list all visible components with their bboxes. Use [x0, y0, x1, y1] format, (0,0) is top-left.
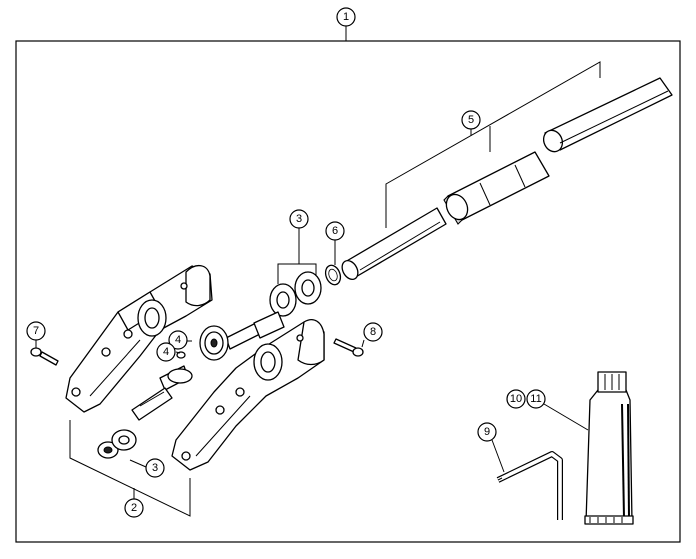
svg-text:11: 11 [530, 393, 541, 405]
callout-8: 8 [363, 322, 383, 342]
gear-housing-left [65, 265, 213, 413]
callout-5: 5 [461, 110, 481, 130]
callout-9: 9 [477, 422, 497, 442]
callout-10: 10 [506, 389, 526, 409]
callout-11: 11 [526, 389, 546, 409]
leader-3b [129, 459, 147, 468]
svg-text:10: 10 [510, 393, 522, 405]
leader-5 [385, 61, 601, 228]
screw-left [30, 347, 59, 366]
svg-text:3: 3 [296, 213, 302, 225]
svg-text:6: 6 [332, 225, 338, 237]
pinion-shaft [131, 337, 193, 421]
leader-4b [175, 351, 181, 354]
leader-8 [361, 339, 365, 348]
diagram-frame [15, 40, 681, 543]
drive-tube [542, 77, 673, 153]
grease-tube [584, 371, 634, 525]
svg-text:8: 8 [370, 326, 376, 338]
callout-4-upper: 4 [168, 330, 188, 350]
ball-bearing-lower [97, 429, 137, 459]
svg-text:4: 4 [175, 334, 181, 346]
svg-text:3: 3 [152, 462, 158, 474]
callout-7: 7 [26, 321, 46, 341]
callout-3-bearing: 3 [289, 209, 309, 229]
bevel-gear-shaft [199, 311, 285, 361]
tube-liner [443, 151, 550, 225]
hex-key [496, 451, 563, 520]
screw-right [333, 338, 364, 357]
svg-text:4: 4 [163, 346, 169, 358]
leader-9 [491, 439, 505, 473]
callout-2: 2 [124, 498, 144, 518]
callout-3-bearing-lower: 3 [145, 458, 165, 478]
svg-text:2: 2 [131, 502, 137, 514]
ball-bearing [269, 271, 322, 317]
svg-text:7: 7 [33, 325, 39, 337]
leader-2 [69, 420, 191, 517]
svg-text:9: 9 [484, 426, 490, 438]
circlip [324, 264, 342, 286]
callout-4-lower: 4 [156, 342, 176, 362]
drive-shaft [341, 207, 447, 280]
gear-housing-right [171, 319, 325, 471]
svg-text:1: 1 [343, 11, 349, 23]
callout-6: 6 [325, 221, 345, 241]
leader-3a [277, 263, 317, 284]
leader-10-11 [543, 403, 589, 431]
callout-1: 1 [336, 7, 356, 27]
svg-text:5: 5 [468, 114, 474, 126]
